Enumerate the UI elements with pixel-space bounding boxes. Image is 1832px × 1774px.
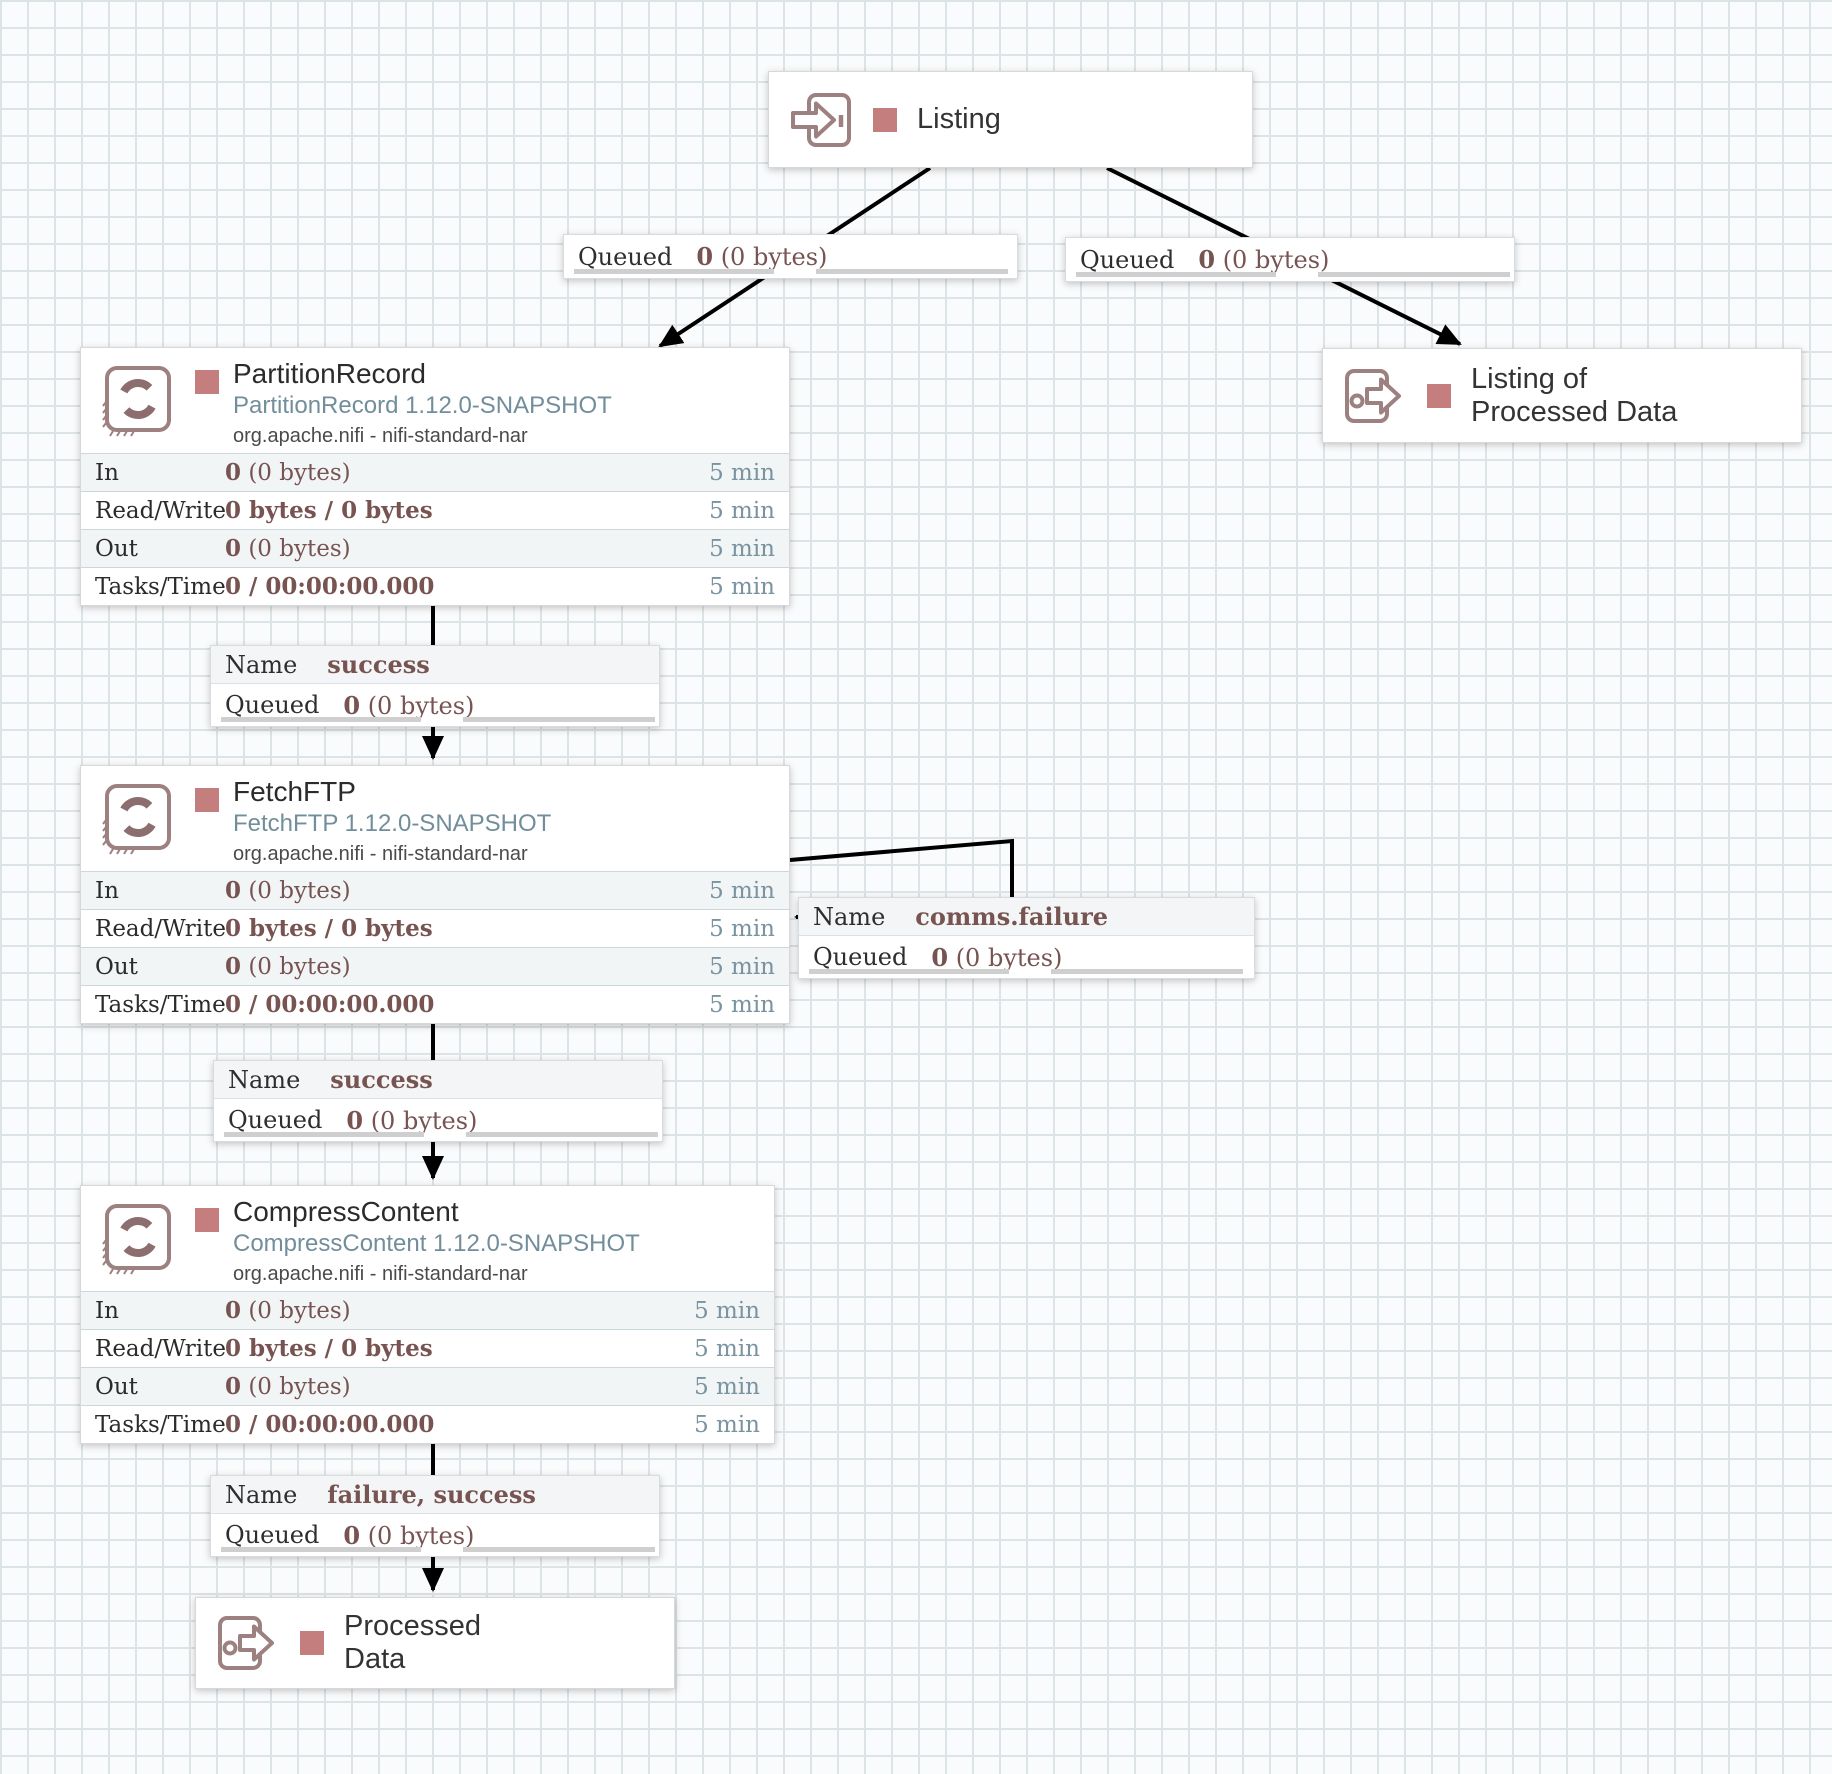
processor-header: FetchFTP FetchFTP 1.12.0-SNAPSHOT org.ap…	[81, 766, 789, 871]
output-port-icon	[1345, 368, 1401, 423]
queued-value: 0 (0 bytes)	[696, 242, 828, 271]
processor-bundle: org.apache.nifi - nifi-standard-nar	[233, 843, 528, 865]
relationship-name: failure, success	[327, 1480, 536, 1509]
connection-label-queued[interactable]: Queued 0 (0 bytes)	[1065, 237, 1515, 282]
stopped-status-icon	[873, 107, 897, 132]
relationship-name: success	[327, 650, 430, 679]
queue-count-bar	[221, 1547, 421, 1552]
stopped-status-icon	[195, 788, 219, 812]
queued-label: Queued	[225, 691, 320, 719]
queue-size-bar	[463, 717, 655, 722]
name-label: Name	[225, 650, 298, 679]
queue-size-bar	[466, 1132, 658, 1137]
queued-row: Queued 0 (0 bytes)	[214, 1099, 662, 1141]
queue-count-bar	[809, 969, 1009, 974]
queued-row: Queued 0 (0 bytes)	[211, 684, 659, 726]
input-port-listing[interactable]: Listing	[768, 71, 1253, 168]
processor-header: PartitionRecord PartitionRecord 1.12.0-S…	[81, 348, 789, 453]
connection-label-success[interactable]: Name success Queued 0 (0 bytes)	[213, 1060, 663, 1142]
name-row: Name failure, success	[211, 1476, 659, 1514]
name-row: Name comms.failure	[799, 898, 1254, 936]
output-port-listing-of-processed-data[interactable]: Listing of Processed Data	[1322, 348, 1802, 443]
port-name: Processed Data	[344, 1610, 482, 1675]
queued-value: 0 (0 bytes)	[343, 690, 475, 720]
queued-value: 0 (0 bytes)	[346, 1105, 478, 1135]
output-port-icon	[218, 1616, 274, 1670]
processor-bundle: org.apache.nifi - nifi-standard-nar	[233, 425, 528, 447]
queue-size-bar	[816, 269, 1008, 274]
processor-compresscontent[interactable]: CompressContent CompressContent 1.12.0-S…	[80, 1185, 775, 1444]
queued-label: Queued	[225, 1521, 320, 1549]
stat-row-taskstime: Tasks/Time 0 / 00:00:00.000 5 min	[81, 567, 789, 605]
processor-title: FetchFTP	[233, 776, 356, 807]
name-label: Name	[228, 1065, 301, 1094]
stat-row-out: Out 0 (0 bytes) 5 min	[81, 1367, 774, 1405]
processor-bundle: org.apache.nifi - nifi-standard-nar	[233, 1263, 528, 1285]
processor-type: CompressContent 1.12.0-SNAPSHOT	[233, 1230, 640, 1257]
queue-size-bar	[463, 1547, 655, 1552]
stat-row-readwrite: Read/Write 0 bytes / 0 bytes 5 min	[81, 1329, 774, 1367]
queue-size-bar	[1318, 272, 1510, 277]
stat-row-out: Out 0 (0 bytes) 5 min	[81, 529, 789, 567]
name-row: Name success	[211, 646, 659, 684]
port-name: Listing of Processed Data	[1471, 362, 1678, 428]
queued-row: Queued 0 (0 bytes)	[799, 936, 1254, 978]
queued-label: Queued	[1080, 245, 1175, 274]
port-name: Listing	[917, 103, 1001, 135]
queued-label: Queued	[578, 242, 673, 271]
queue-count-bar	[574, 269, 774, 274]
processor-icon	[102, 784, 171, 855]
queued-label: Queued	[228, 1106, 323, 1134]
stopped-status-icon	[195, 370, 219, 394]
stopped-status-icon	[195, 1208, 219, 1232]
processor-type: PartitionRecord 1.12.0-SNAPSHOT	[233, 392, 612, 419]
stat-row-taskstime: Tasks/Time 0 / 00:00:00.000 5 min	[81, 985, 789, 1023]
relationship-name: success	[330, 1065, 433, 1094]
processor-header: CompressContent CompressContent 1.12.0-S…	[81, 1186, 774, 1291]
queued-row: Queued 0 (0 bytes)	[564, 235, 1017, 278]
queued-value: 0 (0 bytes)	[1198, 245, 1330, 274]
name-row: Name success	[214, 1061, 662, 1099]
processor-partitionrecord[interactable]: PartitionRecord PartitionRecord 1.12.0-S…	[80, 347, 790, 606]
queued-label: Queued	[813, 943, 908, 971]
stat-row-in: In 0 (0 bytes) 5 min	[81, 871, 789, 909]
stat-row-readwrite: Read/Write 0 bytes / 0 bytes 5 min	[81, 491, 789, 529]
queue-count-bar	[221, 717, 421, 722]
queued-row: Queued 0 (0 bytes)	[211, 1514, 659, 1556]
queued-row: Queued 0 (0 bytes)	[1066, 238, 1514, 281]
connection-label-comms-failure[interactable]: Name comms.failure Queued 0 (0 bytes)	[798, 897, 1255, 979]
processor-title: CompressContent	[233, 1196, 459, 1227]
name-label: Name	[225, 1480, 298, 1509]
queue-size-bar	[1051, 969, 1243, 974]
queued-value: 0 (0 bytes)	[343, 1520, 475, 1550]
connection-label-failure-success[interactable]: Name failure, success Queued 0 (0 bytes)	[210, 1475, 660, 1557]
input-port-icon	[791, 92, 851, 147]
processor-icon	[102, 1204, 171, 1275]
stat-row-readwrite: Read/Write 0 bytes / 0 bytes 5 min	[81, 909, 789, 947]
name-label: Name	[813, 902, 886, 931]
stat-row-taskstime: Tasks/Time 0 / 00:00:00.000 5 min	[81, 1405, 774, 1443]
processor-title: PartitionRecord	[233, 358, 426, 389]
stat-row-out: Out 0 (0 bytes) 5 min	[81, 947, 789, 985]
queue-count-bar	[224, 1132, 424, 1137]
connection-label-queued[interactable]: Queued 0 (0 bytes)	[563, 234, 1018, 279]
wire-fetchftp-self-loop[interactable]	[789, 838, 1014, 900]
relationship-name: comms.failure	[915, 902, 1109, 931]
stat-row-in: In 0 (0 bytes) 5 min	[81, 1291, 774, 1329]
processor-type: FetchFTP 1.12.0-SNAPSHOT	[233, 810, 552, 837]
stat-row-in: In 0 (0 bytes) 5 min	[81, 453, 789, 491]
stopped-status-icon	[1427, 383, 1451, 408]
processor-fetchftp[interactable]: FetchFTP FetchFTP 1.12.0-SNAPSHOT org.ap…	[80, 765, 790, 1024]
stopped-status-icon	[300, 1631, 324, 1655]
queued-value: 0 (0 bytes)	[931, 942, 1063, 972]
output-port-processed-data[interactable]: Processed Data	[195, 1597, 675, 1689]
processor-icon	[102, 366, 171, 437]
connection-label-success[interactable]: Name success Queued 0 (0 bytes)	[210, 645, 660, 727]
queue-count-bar	[1076, 272, 1276, 277]
